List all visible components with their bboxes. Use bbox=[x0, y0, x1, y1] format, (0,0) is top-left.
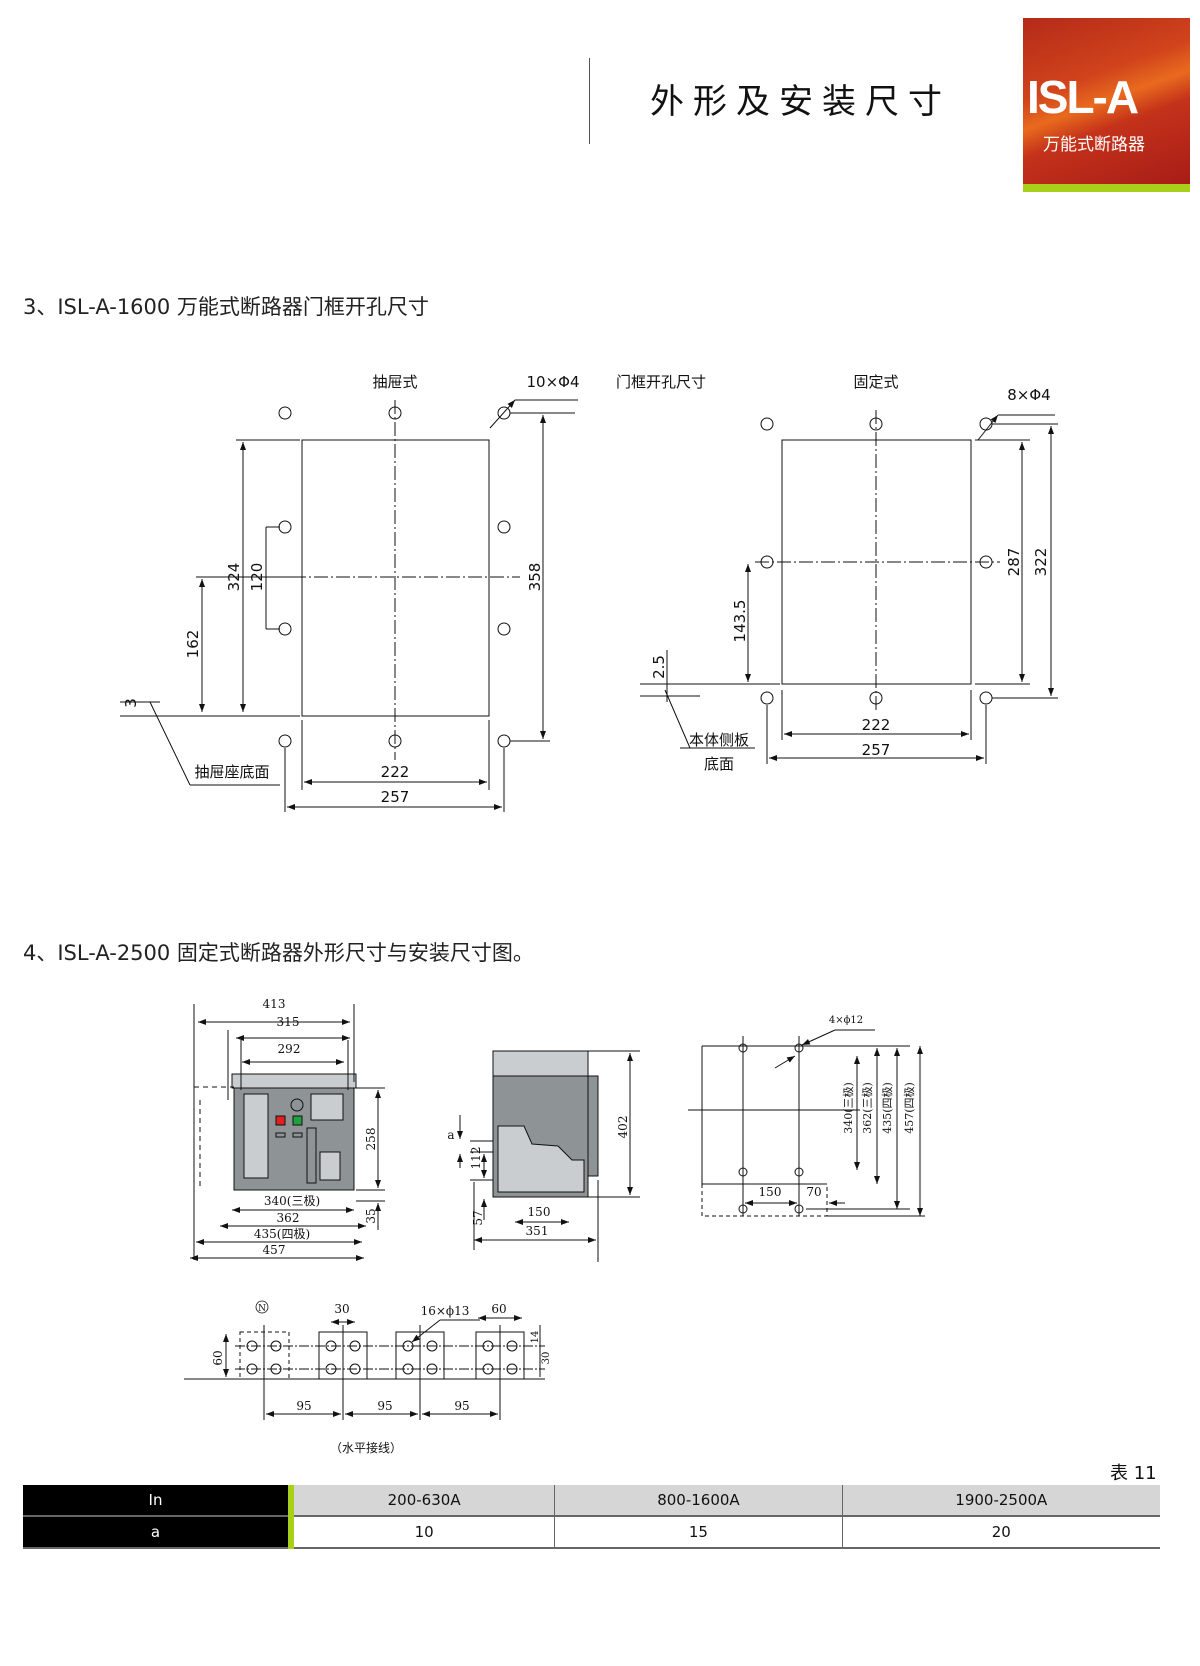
dim-257-drawout: 257 bbox=[381, 788, 410, 806]
dim-30: 30 bbox=[334, 1302, 349, 1316]
row-header: In bbox=[23, 1485, 294, 1517]
table-cell: 200-630A bbox=[291, 1485, 556, 1517]
table-cell: 20 bbox=[842, 1516, 1160, 1549]
dim-257-fixed: 257 bbox=[862, 741, 891, 759]
dim-340: 340(三极) bbox=[264, 1194, 320, 1208]
dim-57: 57 bbox=[471, 1210, 485, 1225]
dim-120: 120 bbox=[248, 563, 266, 592]
dim-30-right: 30 bbox=[541, 1352, 552, 1365]
dim-70: 70 bbox=[806, 1185, 821, 1199]
page-title: 外形及安装尺寸 bbox=[650, 82, 951, 122]
side-plate-label: 本体侧板 bbox=[689, 731, 749, 749]
table-number: 表 11 bbox=[1110, 1463, 1157, 1484]
dim-402: 402 bbox=[616, 1116, 630, 1139]
cutout-label: 门框开孔尺寸 bbox=[616, 373, 706, 391]
dim-324: 324 bbox=[225, 563, 243, 592]
logo-accent-stripe bbox=[1023, 184, 1190, 192]
dim-162: 162 bbox=[184, 630, 202, 659]
table-row: a 10 15 20 bbox=[23, 1516, 1160, 1549]
dim-3: 3 bbox=[122, 698, 140, 708]
drawout-holes-label: 10×Φ4 bbox=[526, 373, 579, 391]
bottom-label: 底面 bbox=[704, 755, 734, 773]
dim-112: 112 bbox=[469, 1147, 483, 1170]
busbar-caption: （水平接线） bbox=[330, 1440, 402, 1455]
rating-table: In 200-630A 800-1600A 1900-2500A a 10 15… bbox=[23, 1485, 1160, 1549]
busbar-drawing bbox=[184, 1315, 545, 1420]
dim-60: 60 bbox=[491, 1302, 506, 1316]
dim-413: 413 bbox=[263, 997, 286, 1011]
table-row: In 200-630A 800-1600A 1900-2500A bbox=[23, 1485, 1160, 1517]
fixed-holes-label: 8×Φ4 bbox=[1007, 386, 1050, 404]
mounting-hole-drawing bbox=[688, 1029, 925, 1217]
dim-362: 362 bbox=[277, 1211, 300, 1225]
dim-457: 457 bbox=[263, 1243, 286, 1257]
neutral-circle-icon bbox=[255, 1300, 269, 1314]
pitch-95: 95 bbox=[377, 1399, 392, 1413]
table-cell: 1900-2500A bbox=[842, 1485, 1160, 1517]
dim-358: 358 bbox=[526, 563, 544, 592]
brand-logo: ISL-A 万能式断路器 bbox=[1023, 18, 1190, 192]
mount-holes-label: 4×ϕ12 bbox=[829, 1015, 863, 1026]
neutral-label: N bbox=[258, 1304, 266, 1314]
dim-292: 292 bbox=[278, 1042, 301, 1056]
header-divider bbox=[589, 58, 590, 144]
dim-60-left: 60 bbox=[211, 1350, 225, 1365]
dim-222-fixed: 222 bbox=[862, 716, 891, 734]
dim-150-mount: 150 bbox=[759, 1185, 782, 1199]
dim-222-drawout: 222 bbox=[381, 763, 410, 781]
dim-v435: 435(四极) bbox=[880, 1082, 894, 1134]
table-cell: 800-1600A bbox=[554, 1485, 843, 1517]
dim-v362: 362(三极) bbox=[860, 1082, 874, 1134]
fixed-cutout-drawing bbox=[640, 410, 1058, 764]
dim-351: 351 bbox=[526, 1224, 549, 1238]
dim-150-side: 150 bbox=[528, 1205, 551, 1219]
busbar-holes-label: 16×ϕ13 bbox=[421, 1304, 470, 1318]
logo-subtitle: 万能式断路器 bbox=[1043, 135, 1145, 155]
dim-322: 322 bbox=[1032, 548, 1050, 577]
table-cell: 15 bbox=[554, 1516, 843, 1549]
section3-heading: 3、ISL-A-1600 万能式断路器门框开孔尺寸 bbox=[23, 295, 429, 319]
row-header: a bbox=[23, 1516, 294, 1549]
front-view-drawing bbox=[190, 1004, 385, 1261]
logo-brand: ISL-A bbox=[1027, 71, 1139, 123]
dim-a: a bbox=[447, 1128, 454, 1142]
dim-14: 14 bbox=[530, 1331, 541, 1344]
side-view-drawing bbox=[457, 1050, 640, 1262]
table-cell: 10 bbox=[291, 1516, 556, 1549]
pitch-95: 95 bbox=[296, 1399, 311, 1413]
dim-435: 435(四极) bbox=[254, 1227, 310, 1241]
base-label: 抽屉座底面 bbox=[194, 763, 269, 781]
dim-287: 287 bbox=[1005, 548, 1023, 577]
dim-v457: 457(四极) bbox=[902, 1082, 916, 1134]
dim-143-5: 143.5 bbox=[731, 600, 749, 643]
pitch-95: 95 bbox=[454, 1399, 469, 1413]
dim-315: 315 bbox=[277, 1015, 300, 1029]
dim-2-5: 2.5 bbox=[650, 655, 668, 679]
dim-35: 35 bbox=[364, 1208, 378, 1223]
dim-258: 258 bbox=[364, 1128, 378, 1151]
dim-v340: 340(三极) bbox=[841, 1082, 855, 1134]
section4-heading: 4、ISL-A-2500 固定式断路器外形尺寸与安装尺寸图。 bbox=[23, 941, 534, 965]
fixed-label: 固定式 bbox=[853, 373, 898, 391]
drawout-cutout-drawing bbox=[120, 399, 578, 812]
drawout-label: 抽屉式 bbox=[372, 373, 417, 391]
